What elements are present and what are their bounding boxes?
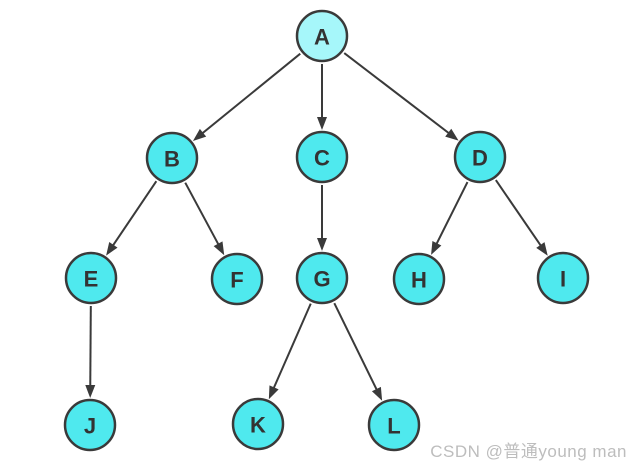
edge-A-C xyxy=(317,64,327,130)
node-label-A: A xyxy=(314,25,330,50)
tree-node-I: I xyxy=(536,251,590,305)
edge-E-J xyxy=(85,305,96,399)
edge-G-L xyxy=(333,302,383,401)
tree-node-J: J xyxy=(63,398,117,452)
node-label-F: F xyxy=(230,268,243,293)
edge-D-I xyxy=(495,179,548,256)
edge-C-G xyxy=(317,185,327,251)
tree-node-L: L xyxy=(367,398,421,452)
tree-node-B: B xyxy=(145,131,199,185)
node-label-C: C xyxy=(314,146,330,171)
node-label-D: D xyxy=(472,146,488,171)
edge-A-D xyxy=(343,52,459,141)
edge-D-H xyxy=(431,181,469,255)
node-label-I: I xyxy=(560,267,566,292)
node-label-G: G xyxy=(313,267,330,292)
node-label-B: B xyxy=(164,147,180,172)
edge-G-K xyxy=(268,303,312,400)
node-label-E: E xyxy=(84,267,99,292)
tree-node-F: F xyxy=(210,252,264,306)
watermark: CSDN @普通young man xyxy=(430,442,627,461)
tree-node-C: C xyxy=(295,130,349,184)
tree-node-K: K xyxy=(231,397,285,451)
edge-B-F xyxy=(184,182,225,256)
tree-node-D: D xyxy=(453,130,507,184)
node-label-J: J xyxy=(84,414,96,439)
tree-node-A: A xyxy=(295,9,349,63)
edge-B-E xyxy=(106,180,158,256)
node-label-L: L xyxy=(387,414,400,439)
tree-node-G: G xyxy=(295,251,349,305)
tree-node-E: E xyxy=(64,251,118,305)
edge-A-B xyxy=(192,52,301,141)
tree-node-H: H xyxy=(392,252,446,306)
node-label-K: K xyxy=(250,413,266,438)
node-label-H: H xyxy=(411,268,427,293)
